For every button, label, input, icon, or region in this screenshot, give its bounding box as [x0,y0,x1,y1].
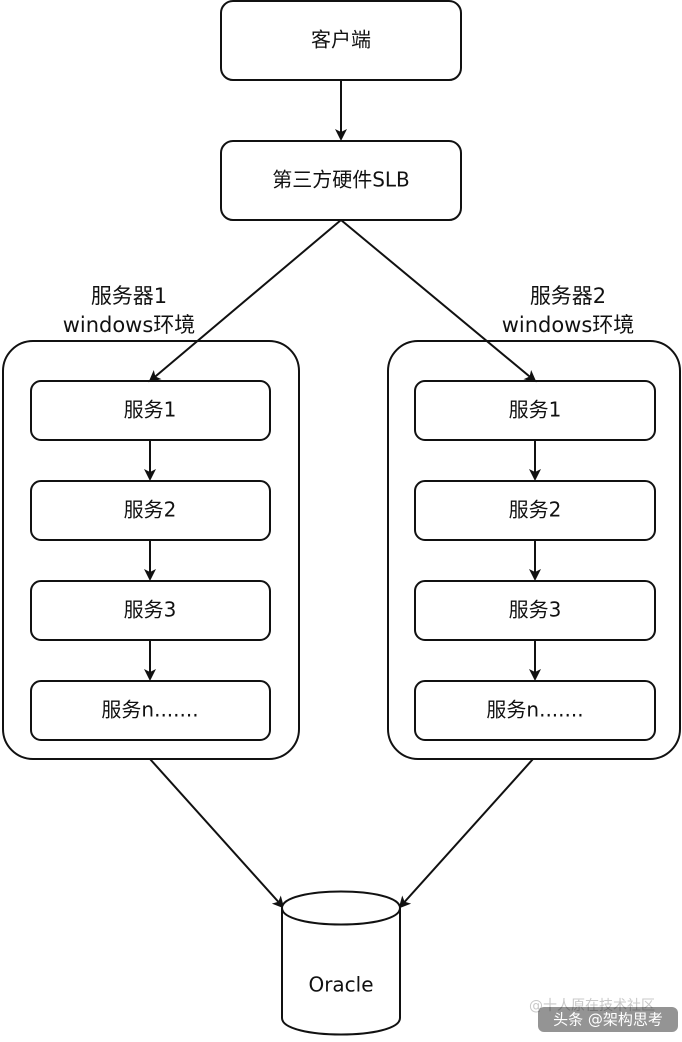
server1-service-3-label: 服务3 [124,598,177,622]
watermark-faint-text: @十人原在技术社区 [529,998,655,1014]
watermark: @十人原在技术社区 头条 @架构思考 [529,998,678,1032]
watermark-text: 头条 @架构思考 [553,1011,663,1029]
server1-service-1: 服务1 [30,380,271,441]
server1-service-n-label: 服务n....... [101,698,198,722]
server2-service-2: 服务2 [414,480,656,541]
server2-service-3: 服务3 [414,580,656,641]
arrow-slb-to-server1 [148,219,342,383]
server2-service-2-label: 服务2 [509,498,562,522]
server2-service-n: 服务n....... [414,680,656,741]
server2-service-n-label: 服务n....... [486,698,583,722]
slb-label: 第三方硬件SLB [272,168,410,192]
client-label: 客户端 [311,28,371,52]
server1-service-3: 服务3 [30,580,271,641]
watermark-pill [538,1007,678,1032]
client-node: 客户端 [220,0,462,81]
server1-service-2-label: 服务2 [124,498,177,522]
server2-title-line1: 服务器2 [530,284,606,308]
slb-node: 第三方硬件SLB [220,140,462,221]
server1-title-line1: 服务器1 [91,284,167,308]
arrow-server1-to-oracle [149,758,285,909]
server2-title-line2: windows环境 [502,313,635,337]
arrow-server2-to-oracle [398,758,534,909]
arrow-slb-to-server2 [340,219,537,383]
server1-service-2: 服务2 [30,480,271,541]
oracle-database: Oracle [281,890,401,1036]
server2-service-1: 服务1 [414,380,656,441]
server2-service-3-label: 服务3 [509,598,562,622]
server2-service-1-label: 服务1 [509,398,562,422]
oracle-label: Oracle [308,973,373,997]
database-cylinder-icon [281,890,401,1036]
server1-title-line2: windows环境 [63,313,196,337]
server1-service-n: 服务n....... [30,680,271,741]
server1-service-1-label: 服务1 [124,398,177,422]
